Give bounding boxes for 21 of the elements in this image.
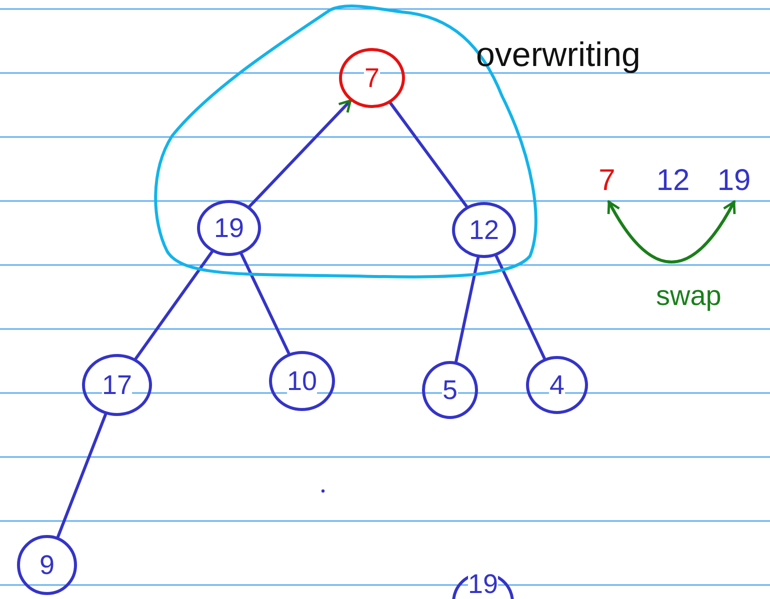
tree-edge (388, 101, 468, 208)
heap-node (269, 351, 335, 411)
tree-edge (240, 252, 290, 355)
arrow (248, 99, 352, 208)
heap-node (452, 202, 516, 258)
heap-node (339, 48, 405, 108)
array-value: 19 (714, 164, 754, 198)
heap-node (197, 200, 261, 256)
tree-edge (494, 254, 546, 360)
array-value: 12 (653, 164, 693, 198)
array-value: 7 (587, 164, 627, 198)
heap-node (526, 356, 588, 414)
tree-edge (454, 256, 480, 364)
annotation-text: overwriting (476, 36, 640, 75)
tree-edge (56, 412, 108, 539)
swap-label: swap (656, 280, 722, 312)
heap-node (82, 354, 152, 416)
arrow (608, 200, 736, 264)
heap-node (422, 361, 478, 419)
heap-node (17, 535, 77, 595)
tree-edge (134, 250, 214, 360)
